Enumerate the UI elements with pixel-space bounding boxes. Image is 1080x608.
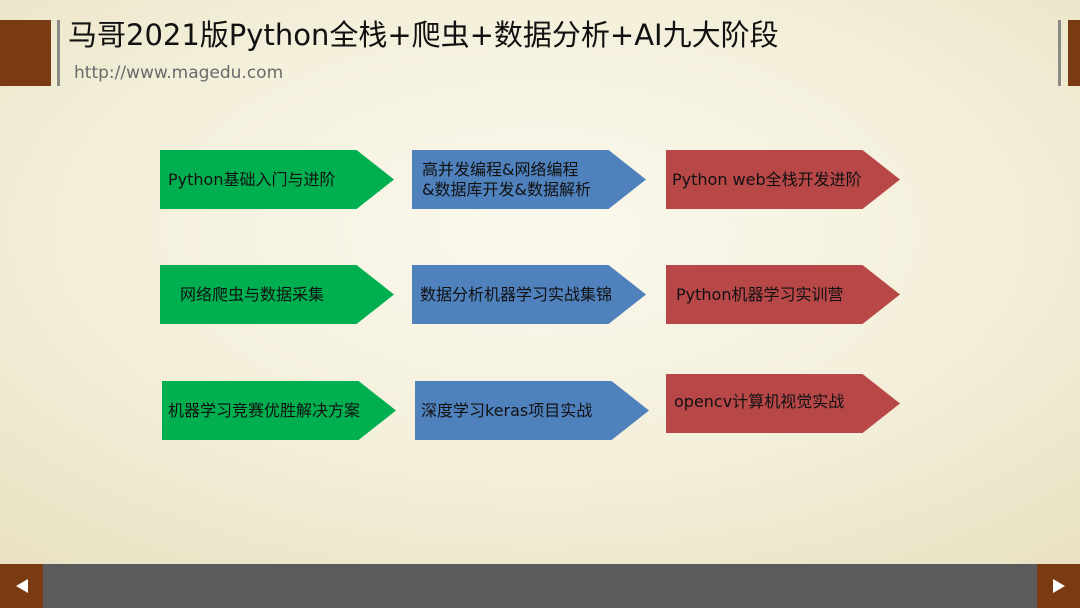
site-url: http://www.magedu.com <box>74 63 284 83</box>
stage-arrow-5: 数据分析机器学习实战集锦 <box>412 265 646 324</box>
stage-arrow-8: 深度学习keras项目实战 <box>415 381 649 440</box>
right-triangle-icon <box>1052 579 1065 593</box>
slide-title: 马哥2021版Python全栈+爬虫+数据分析+AI九大阶段 <box>68 18 779 52</box>
header-right-divider <box>1058 20 1061 86</box>
stage-arrow-4: 网络爬虫与数据采集 <box>160 265 394 324</box>
previous-slide-button[interactable] <box>0 564 43 608</box>
stage-label: Python机器学习实训营 <box>676 284 844 304</box>
next-slide-button[interactable] <box>1037 564 1080 608</box>
stage-arrow-9: opencv计算机视觉实战 <box>666 374 900 433</box>
header-divider <box>57 20 60 86</box>
stage-label: 深度学习keras项目实战 <box>421 400 593 420</box>
stage-arrow-6: Python机器学习实训营 <box>666 265 900 324</box>
stage-arrow-3: Python web全栈开发进阶 <box>666 150 900 209</box>
stage-label: opencv计算机视觉实战 <box>674 392 845 411</box>
stage-label: 数据分析机器学习实战集锦 <box>420 284 613 304</box>
stage-label: 高并发编程&网络编程 &数据库开发&数据解析 <box>422 159 591 199</box>
footer-bar <box>0 564 1080 608</box>
stage-arrow-2: 高并发编程&网络编程 &数据库开发&数据解析 <box>412 150 646 209</box>
stage-arrow-1: Python基础入门与进阶 <box>160 150 394 209</box>
stage-label: Python web全栈开发进阶 <box>672 169 862 189</box>
stage-label: 网络爬虫与数据采集 <box>180 284 325 304</box>
left-triangle-icon <box>15 579 28 593</box>
stage-arrow-7: 机器学习竞赛优胜解决方案 <box>162 381 396 440</box>
header-right-accent-block <box>1068 20 1080 86</box>
stage-label: 机器学习竞赛优胜解决方案 <box>168 400 361 420</box>
header-accent-block <box>0 20 51 86</box>
stage-label: Python基础入门与进阶 <box>168 169 336 189</box>
